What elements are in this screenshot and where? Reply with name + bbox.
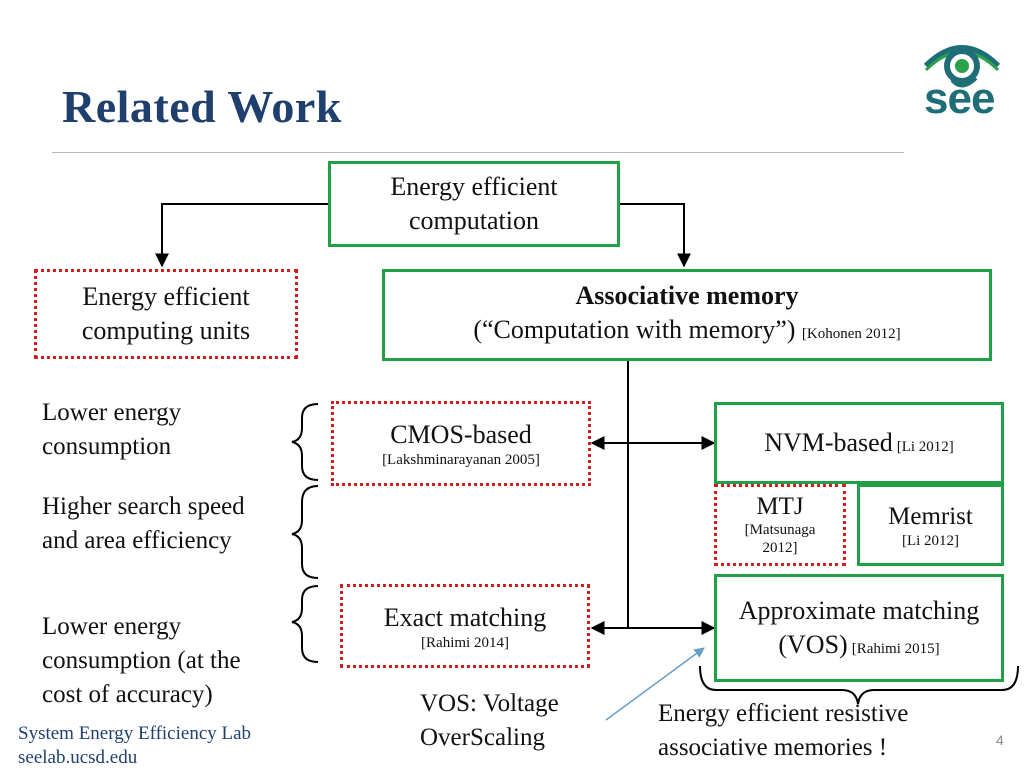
brace-2 <box>291 485 319 579</box>
resistive-note-line1: Energy efficient resistive <box>658 700 909 727</box>
eye-logo-icon <box>923 45 1001 88</box>
box-exact-matching: Exact matching [Rahimi 2014] <box>340 584 590 668</box>
mtj-cite-line1: [Matsunaga <box>744 522 816 538</box>
mtj-label: MTJ <box>756 493 804 520</box>
footer: System Energy Efficiency Lab seelab.ucsd… <box>18 722 251 770</box>
footer-lab: System Energy Efficiency Lab <box>18 723 252 744</box>
footer-url[interactable]: seelab.ucsd.edu <box>18 747 138 768</box>
left-item2-line2: and area efficiency <box>42 527 232 554</box>
brace-bottom <box>699 665 1019 705</box>
box-energy-efficient-computation: Energy efficient computation <box>328 161 620 247</box>
left-item1-line1: Lower energy <box>42 399 182 426</box>
left-item-accuracy-cost: Lower energy consumption (at the cost of… <box>42 610 241 712</box>
memrist-cite: [Li 2012] <box>901 532 960 549</box>
vos-note-line1: VOS: Voltage <box>420 690 559 717</box>
nvm-label: NVM-based <box>764 428 893 457</box>
memrist-label: Memrist <box>888 502 973 530</box>
left-item3-line1: Lower energy <box>42 613 182 640</box>
left-item3-line2: consumption (at the <box>42 647 241 674</box>
nvm-row: NVM-based [Li 2012] <box>764 426 954 460</box>
vos-note: VOS: Voltage OverScaling <box>420 687 559 755</box>
connector-top-to-units <box>155 203 328 268</box>
cmos-cite: [Lakshminarayanan 2005] <box>382 452 540 468</box>
approx-label2: (VOS) <box>778 630 848 659</box>
resistive-note: Energy efficient resistive associative m… <box>658 697 908 765</box>
slide-title: Related Work <box>62 81 342 132</box>
title-divider <box>52 152 904 153</box>
brace-1 <box>291 403 319 481</box>
page-number: 4 <box>996 732 1004 748</box>
assoc-subtitle: (“Computation with memory”) <box>473 315 796 344</box>
nvm-cite: [Li 2012] <box>896 439 954 455</box>
left-item-search-speed: Higher search speed and area efficiency <box>42 490 245 558</box>
box-top-line2: computation <box>409 206 539 235</box>
resistive-note-line2: associative memories ! <box>658 734 888 761</box>
vos-note-line2: OverScaling <box>420 724 545 751</box>
see-logo: see <box>920 36 1004 130</box>
box-nvm-based: NVM-based [Li 2012] <box>714 402 1004 484</box>
box-units-line2: computing units <box>81 316 251 345</box>
connector-top-to-assoc <box>620 203 691 268</box>
approx-cite: [Rahimi 2015] <box>851 641 940 657</box>
logo-text: see <box>924 74 995 123</box>
assoc-subtitle-row: (“Computation with memory”) [Kohonen 201… <box>473 313 900 351</box>
assoc-cite: [Kohonen 2012] <box>801 326 901 342</box>
left-item1-line2: consumption <box>42 433 172 460</box>
box-approximate-matching: Approximate matching (VOS) [Rahimi 2015] <box>714 574 1004 682</box>
box-mtj: MTJ [Matsunaga 2012] <box>714 484 846 566</box>
box-associative-memory: Associative memory (“Computation with me… <box>382 269 992 361</box>
approx-row2: (VOS) [Rahimi 2015] <box>778 628 939 662</box>
box-computing-units: Energy efficient computing units <box>34 269 298 359</box>
approx-label: Approximate matching <box>738 596 980 625</box>
exact-cite: [Rahimi 2014] <box>421 634 509 651</box>
box-top-line1: Energy efficient <box>390 172 558 201</box>
left-item3-line3: cost of accuracy) <box>42 681 213 708</box>
mtj-cite-line2: 2012] <box>762 540 798 556</box>
exact-label: Exact matching <box>383 602 547 632</box>
assoc-title: Associative memory <box>575 281 799 310</box>
left-item2-line1: Higher search speed <box>42 493 245 520</box>
brace-3 <box>291 585 319 663</box>
box-cmos-based: CMOS-based [Lakshminarayanan 2005] <box>331 401 591 486</box>
vos-pointer-arrow <box>605 647 705 721</box>
cmos-label: CMOS-based <box>390 420 532 449</box>
left-item-lower-energy: Lower energy consumption <box>42 396 181 464</box>
box-units-line1: Energy efficient <box>82 282 250 311</box>
box-memrist: Memrist [Li 2012] <box>857 484 1004 566</box>
